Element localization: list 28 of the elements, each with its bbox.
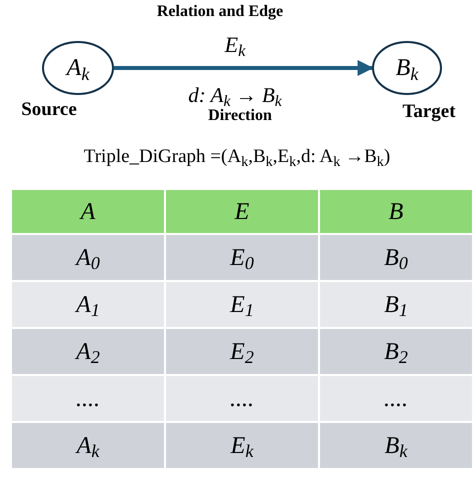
header-cell: E <box>166 190 318 233</box>
table-cell: .... <box>12 376 164 421</box>
table-cell: E$_{1}$ <box>166 282 318 327</box>
node-label: B$_{k}$ <box>396 56 418 80</box>
table-cell: .... <box>166 376 318 421</box>
table-cell: E$_{2}$ <box>166 329 318 374</box>
formula: Triple_DiGraph =(A$_{k}$,B$_{k}$,E$_{k}$,d: A$_{k}$ →B$_{k}$) <box>84 146 390 167</box>
table-cell: E$_{0}$ <box>166 235 318 280</box>
node-caption: Target <box>402 101 456 122</box>
header-cell: A <box>12 190 164 233</box>
annotation-text: Direction <box>208 107 272 124</box>
math-expression: d: A$_{k}$ → B$_{k}$ <box>188 83 282 107</box>
table-cell: A$_{1}$ <box>12 282 164 327</box>
node-label: A$_{k}$ <box>66 56 90 80</box>
table-cell: A$_{0}$ <box>12 235 164 280</box>
table-cell: B$_{0}$ <box>320 235 472 280</box>
table-cell: E$_{k}$ <box>166 423 318 468</box>
table-cell: .... <box>320 376 472 421</box>
table-cell: A$_{k}$ <box>12 423 164 468</box>
table-cell: A$_{2}$ <box>12 329 164 374</box>
heading-text: Relation and Edge <box>156 3 284 20</box>
arrow <box>114 60 374 76</box>
table-cell: B$_{k}$ <box>320 423 472 468</box>
table-cell: B$_{1}$ <box>320 282 472 327</box>
header-cell: B <box>320 190 472 233</box>
math-symbol: E$_{k}$ <box>224 32 246 57</box>
table-cell: B$_{2}$ <box>320 329 472 374</box>
node-caption: Source <box>21 99 77 120</box>
